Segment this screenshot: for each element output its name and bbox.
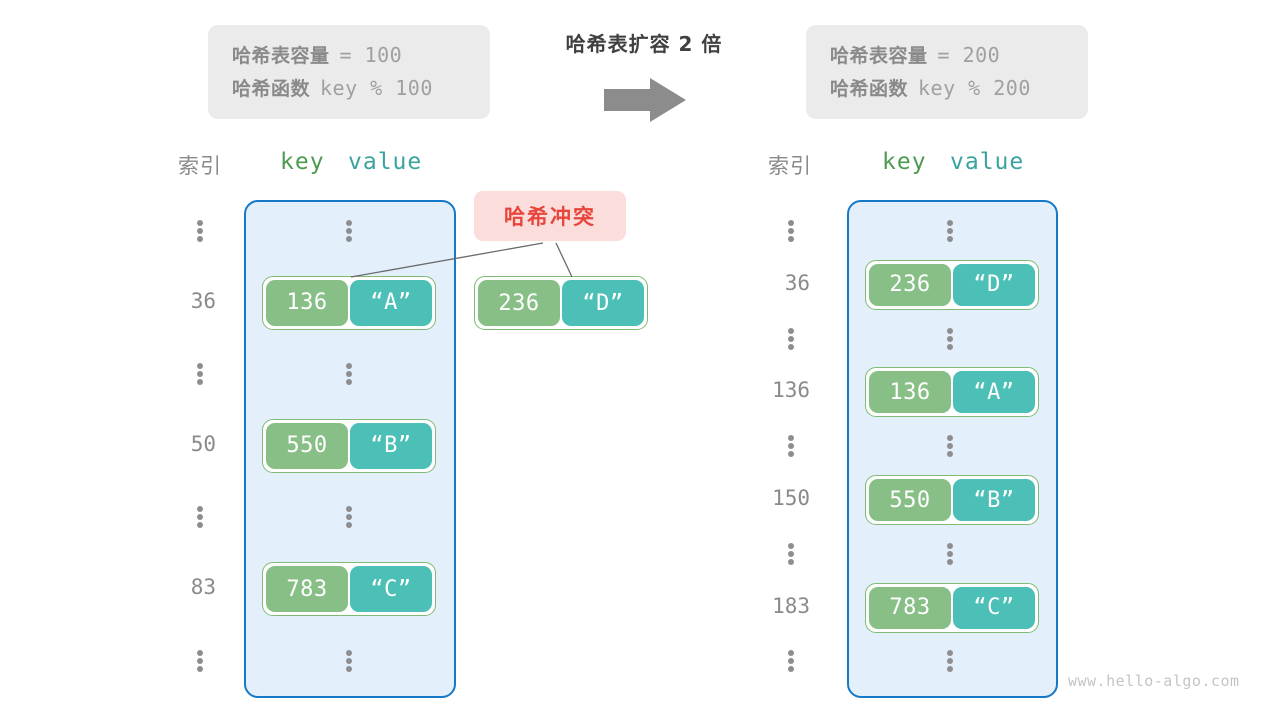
after-entry-key: 236 bbox=[869, 263, 951, 306]
before-index-label: 83 bbox=[190, 575, 216, 599]
bucket-ellipsis-dots bbox=[346, 363, 352, 386]
after-entry: 136“A” bbox=[865, 367, 1039, 418]
index-ellipsis-dots bbox=[788, 435, 794, 458]
after-index-label: 36 bbox=[784, 270, 810, 295]
after-function-label: 哈希函数 bbox=[830, 78, 909, 100]
before-capacity-line: 哈希表容量 = 100 bbox=[232, 41, 466, 68]
bucket-ellipsis-dots bbox=[346, 506, 352, 529]
before-index-label: 36 bbox=[190, 288, 216, 313]
right-arrow-icon bbox=[604, 78, 686, 122]
after-entry-key: 550 bbox=[869, 479, 951, 521]
index-ellipsis-dots bbox=[788, 220, 794, 242]
bucket-ellipsis-dots bbox=[346, 649, 352, 672]
after-value-header: value bbox=[950, 149, 1025, 175]
after-index-label: 183 bbox=[772, 593, 810, 618]
before-entry-value: “C” bbox=[350, 566, 432, 612]
after-function-line: 哈希函数 key % 200 bbox=[830, 74, 1064, 101]
bucket-ellipsis-dots bbox=[947, 435, 953, 458]
index-ellipsis-dots bbox=[788, 650, 794, 673]
before-capacity-expr: = 100 bbox=[339, 43, 403, 67]
collision-badge: 哈希冲突 bbox=[474, 191, 626, 241]
after-function-expr: key % 200 bbox=[918, 76, 1031, 100]
bucket-ellipsis-dots bbox=[947, 650, 953, 673]
before-index-header: 索引 bbox=[178, 154, 222, 178]
after-info-box: 哈希表容量 = 200 哈希函数 key % 200 bbox=[806, 25, 1088, 119]
index-ellipsis-dots bbox=[197, 363, 203, 386]
after-capacity-line: 哈希表容量 = 200 bbox=[830, 41, 1064, 68]
before-index-label: 50 bbox=[190, 431, 216, 456]
after-entry-key: 783 bbox=[869, 586, 951, 629]
index-ellipsis-dots bbox=[788, 542, 794, 565]
bucket-ellipsis-dots bbox=[947, 220, 953, 242]
before-entry-key: 136 bbox=[266, 279, 348, 326]
before-entry-key: 783 bbox=[266, 566, 348, 612]
after-entry: 550“B” bbox=[865, 475, 1039, 525]
before-entry-value: “B” bbox=[350, 422, 432, 469]
before-value-header: value bbox=[348, 149, 423, 175]
index-ellipsis-dots bbox=[197, 220, 203, 242]
before-entry-key: 550 bbox=[266, 422, 348, 469]
bucket-ellipsis-dots bbox=[346, 220, 352, 242]
after-key-header: key bbox=[882, 149, 927, 175]
after-entry-key: 136 bbox=[869, 371, 951, 414]
before-function-label: 哈希函数 bbox=[232, 78, 311, 100]
collision-orphan-value: “D” bbox=[562, 280, 644, 326]
index-ellipsis-dots bbox=[197, 506, 203, 529]
before-entry: 136“A” bbox=[262, 275, 436, 330]
before-entry: 783“C” bbox=[262, 562, 436, 616]
after-index-label: 136 bbox=[772, 378, 810, 403]
after-index-header: 索引 bbox=[768, 154, 812, 178]
before-info-box: 哈希表容量 = 100 哈希函数 key % 100 bbox=[208, 25, 490, 119]
before-entry: 550“B” bbox=[262, 418, 436, 473]
collision-orphan-key: 236 bbox=[478, 280, 560, 326]
index-ellipsis-dots bbox=[197, 649, 203, 672]
before-function-expr: key % 100 bbox=[320, 76, 433, 100]
after-entry-value: “A” bbox=[953, 371, 1035, 414]
transform-title: 哈希表扩容 2 倍 bbox=[565, 32, 723, 56]
after-entry-value: “C” bbox=[953, 586, 1035, 629]
collision-orphan-entry: 236 “D” bbox=[474, 276, 648, 330]
after-entry-value: “B” bbox=[953, 479, 1035, 521]
watermark: www.hello-algo.com bbox=[1068, 672, 1240, 690]
before-capacity-label: 哈希表容量 bbox=[232, 45, 330, 67]
index-ellipsis-dots bbox=[788, 327, 794, 350]
before-key-header: key bbox=[280, 149, 325, 175]
after-capacity-label: 哈希表容量 bbox=[830, 45, 928, 67]
before-function-line: 哈希函数 key % 100 bbox=[232, 74, 466, 101]
after-entry: 236“D” bbox=[865, 259, 1039, 310]
after-capacity-expr: = 200 bbox=[937, 43, 1001, 67]
after-entry-value: “D” bbox=[953, 263, 1035, 306]
bucket-ellipsis-dots bbox=[947, 327, 953, 350]
before-entry-value: “A” bbox=[350, 279, 432, 326]
bucket-ellipsis-dots bbox=[947, 542, 953, 565]
after-index-label: 150 bbox=[772, 486, 810, 510]
after-entry: 783“C” bbox=[865, 582, 1039, 633]
